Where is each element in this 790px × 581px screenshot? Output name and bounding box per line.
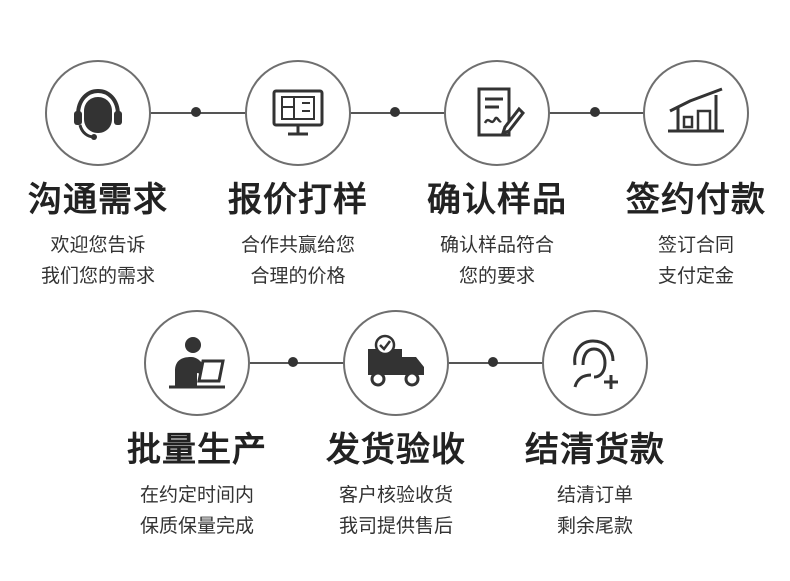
desc-line: 支付定金 [657, 265, 734, 287]
step-circle [45, 60, 151, 166]
step-circle [144, 310, 250, 416]
step-description: 客户核验收货 我司提供售后 [306, 480, 486, 542]
step-title: 确认样品 [427, 180, 567, 220]
step-description: 欢迎您告诉 我们您的需求 [8, 230, 188, 292]
step-description: 合作共赢给您 合理的价格 [208, 230, 388, 292]
step-final-payment: 结清货款 结清订单 剩余尾款 [505, 310, 685, 542]
step-communicate: 沟通需求 欢迎您告诉 我们您的需求 [8, 60, 188, 292]
step-confirm-sample: 确认样品 确认样品符合 您的要求 [407, 60, 587, 292]
connector-dot [191, 107, 201, 117]
desc-line: 确认样品符合 [439, 234, 554, 256]
desc-line: 在约定时间内 [139, 484, 254, 506]
step-quote-sample: 报价打样 合作共赢给您 合理的价格 [208, 60, 388, 292]
monitor-blueprint-icon [272, 89, 324, 136]
step-title: 批量生产 [127, 430, 267, 470]
connector-line [150, 112, 650, 114]
desc-line: 您的要求 [458, 265, 535, 287]
user-add-icon [573, 339, 618, 389]
step-circle [343, 310, 449, 416]
desc-line: 签订合同 [657, 234, 734, 256]
step-description: 签订合同 支付定金 [606, 230, 786, 292]
step-circle [643, 60, 749, 166]
worker-production-icon [169, 337, 225, 389]
connector-dot [288, 357, 298, 367]
step-title: 签约付款 [626, 180, 766, 220]
step-mass-production: 批量生产 在约定时间内 保质保量完成 [107, 310, 287, 542]
step-sign-pay: 签约付款 签订合同 支付定金 [606, 60, 786, 292]
desc-line: 欢迎您告诉 [50, 234, 146, 256]
connector-dot [488, 357, 498, 367]
step-description: 在约定时间内 保质保量完成 [107, 480, 287, 542]
desc-line: 保质保量完成 [139, 515, 254, 537]
connector-dot [390, 107, 400, 117]
delivery-truck-icon [368, 334, 424, 387]
step-circle [245, 60, 351, 166]
step-circle [444, 60, 550, 166]
desc-line: 合理的价格 [250, 265, 346, 287]
step-circle [542, 310, 648, 416]
step-description: 结清订单 剩余尾款 [505, 480, 685, 542]
headset-support-icon [74, 88, 122, 140]
desc-line: 我司提供售后 [338, 515, 453, 537]
connector-dot [590, 107, 600, 117]
desc-line: 客户核验收货 [338, 484, 453, 506]
step-title: 报价打样 [228, 180, 368, 220]
step-delivery-acceptance: 发货验收 客户核验收货 我司提供售后 [306, 310, 486, 542]
step-description: 确认样品符合 您的要求 [407, 230, 587, 292]
desc-line: 结清订单 [556, 484, 633, 506]
step-title: 沟通需求 [28, 180, 168, 220]
desc-line: 剩余尾款 [556, 515, 633, 537]
desc-line: 我们您的需求 [40, 265, 155, 287]
desc-line: 合作共赢给您 [240, 234, 355, 256]
step-title: 发货验收 [326, 430, 466, 470]
house-contract-icon [668, 87, 724, 133]
step-title: 结清货款 [525, 430, 665, 470]
document-signature-icon [477, 87, 525, 137]
